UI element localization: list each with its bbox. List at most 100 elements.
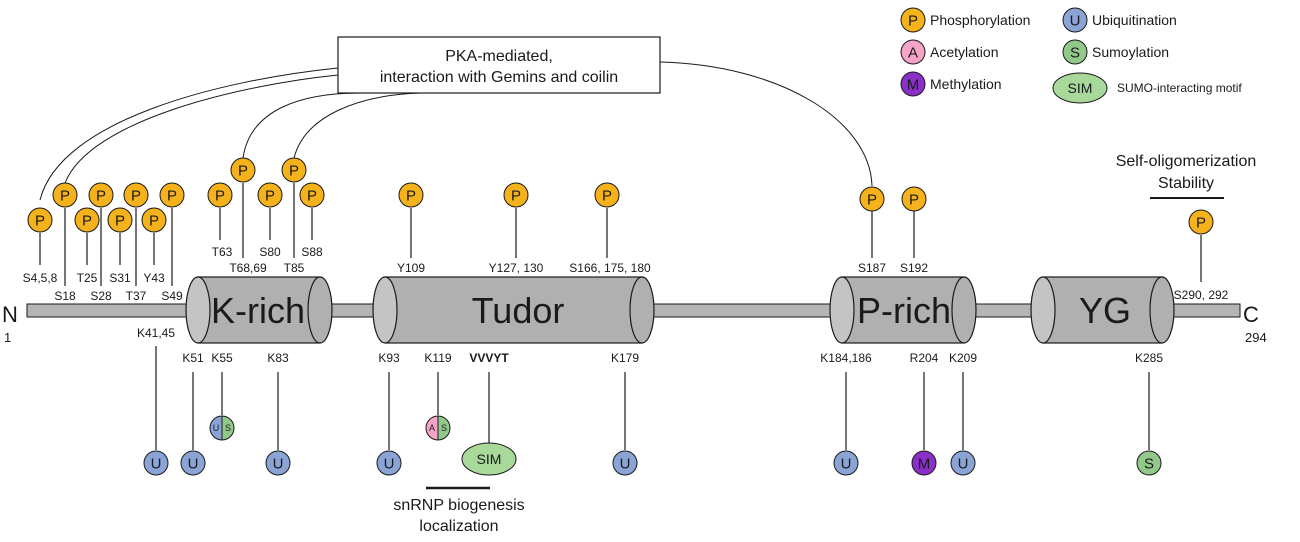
site-label: T63 — [212, 245, 233, 259]
site-label: S4,5,8 — [23, 271, 58, 285]
svg-text:M: M — [918, 456, 931, 473]
svg-text:P: P — [908, 13, 918, 30]
pka-box-line2: interaction with Gemins and coilin — [380, 69, 618, 86]
site-label: S31 — [109, 271, 131, 285]
site-label: T68,69 — [229, 261, 267, 275]
site-label: T85 — [284, 261, 305, 275]
domain-p-rich-label: P-rich — [857, 290, 951, 331]
legend: P Phosphorylation A Acetylation M Methyl… — [900, 7, 1242, 104]
svg-text:P: P — [131, 188, 141, 205]
svg-text:U: U — [1070, 13, 1081, 30]
n-position-label: 1 — [4, 330, 11, 345]
svg-text:M: M — [907, 77, 920, 94]
snrnp-annotation: snRNP biogenesis localization — [393, 486, 525, 535]
site-label: S88 — [301, 245, 323, 259]
domain-k-rich: K-rich — [185, 276, 333, 344]
svg-text:U: U — [213, 423, 220, 433]
svg-text:P: P — [115, 213, 125, 230]
pka-annotation: PKA-mediated, interaction with Gemins an… — [39, 36, 873, 201]
c-position-label: 294 — [1245, 330, 1267, 345]
svg-text:U: U — [188, 456, 199, 473]
site-label: S28 — [90, 289, 112, 303]
svg-text:A: A — [429, 423, 435, 433]
svg-text:P: P — [406, 188, 416, 205]
domain-yg-label: YG — [1079, 290, 1131, 331]
svg-text:P: P — [60, 188, 70, 205]
site-label: K83 — [267, 351, 289, 365]
site-label: K93 — [378, 351, 400, 365]
svg-text:S: S — [1070, 45, 1080, 62]
domain-tudor: Tudor — [372, 276, 655, 344]
svg-text:P: P — [602, 188, 612, 205]
svg-text:Ubiquitination: Ubiquitination — [1092, 12, 1177, 28]
svg-text:P: P — [265, 188, 275, 205]
svg-text:Acetylation: Acetylation — [930, 44, 998, 60]
svg-text:P: P — [167, 188, 177, 205]
svg-text:localization: localization — [419, 518, 498, 535]
domain-tudor-label: Tudor — [472, 290, 565, 331]
site-label: T37 — [126, 289, 147, 303]
svg-text:P: P — [289, 163, 299, 180]
site-label: S80 — [259, 245, 281, 259]
site-label: K209 — [949, 351, 977, 365]
vvvyt-label: VVVYT — [469, 351, 509, 365]
domain-yg: YG — [1030, 276, 1175, 344]
phospho-sites: P S4,5,8 P S18 P T25 P S28 P S31 P T37 P… — [23, 157, 1229, 303]
n-terminus-label: N — [2, 302, 18, 327]
svg-text:S: S — [225, 423, 231, 433]
svg-text:SUMO-interacting motif: SUMO-interacting motif — [1117, 81, 1242, 95]
c-terminus-label: C — [1243, 302, 1259, 327]
svg-text:P: P — [35, 213, 45, 230]
svg-text:S: S — [441, 423, 447, 433]
pka-box-line1: PKA-mediated, — [445, 48, 553, 65]
svg-text:Methylation: Methylation — [930, 76, 1002, 92]
legend-phosphorylation: P Phosphorylation — [900, 7, 1030, 33]
site-label: Y127, 130 — [489, 261, 544, 275]
svg-text:Sumoylation: Sumoylation — [1092, 44, 1169, 60]
svg-text:U: U — [273, 456, 284, 473]
legend-ubiquitination: U Ubiquitination — [1062, 7, 1177, 33]
domain-k-rich-label: K-rich — [211, 290, 305, 331]
svg-text:U: U — [958, 456, 969, 473]
site-label: K51 — [182, 351, 204, 365]
site-label: S166, 175, 180 — [569, 261, 651, 275]
svg-text:U: U — [384, 456, 395, 473]
site-label: K184,186 — [820, 351, 872, 365]
self-oligomerization-annotation: Self-oligomerization Stability — [1116, 153, 1257, 199]
legend-acetylation: A Acetylation — [900, 39, 998, 65]
pka-box — [337, 36, 661, 94]
legend-sim: SIM SUMO-interacting motif — [1052, 72, 1242, 104]
svg-text:P: P — [215, 188, 225, 205]
legend-methylation: M Methylation — [900, 71, 1002, 97]
svg-text:P: P — [1196, 215, 1206, 232]
site-label: S18 — [54, 289, 76, 303]
site-label: K41,45 — [137, 326, 175, 340]
site-label: S49 — [161, 289, 183, 303]
svg-text:U: U — [620, 456, 631, 473]
site-label: Y43 — [143, 271, 165, 285]
site-label: S290, 292 — [1174, 288, 1229, 302]
site-label: Y109 — [397, 261, 425, 275]
svg-text:P: P — [511, 188, 521, 205]
site-label: T25 — [77, 271, 98, 285]
domain-p-rich: P-rich — [829, 276, 977, 344]
svg-text:SIM: SIM — [477, 451, 502, 467]
svg-text:Stability: Stability — [1158, 175, 1214, 192]
svg-text:A: A — [908, 45, 918, 62]
lower-sites: K41,45 U K51 U K55 U S K83 U K93 U K119 … — [137, 326, 1163, 476]
legend-sumoylation: S Sumoylation — [1062, 39, 1169, 65]
svg-text:S: S — [1144, 456, 1154, 473]
svg-text:SIM: SIM — [1068, 80, 1093, 96]
site-label: S187 — [858, 261, 886, 275]
svg-text:snRNP biogenesis: snRNP biogenesis — [393, 497, 524, 514]
svg-text:P: P — [82, 213, 92, 230]
svg-text:Self-oligomerization: Self-oligomerization — [1116, 153, 1257, 170]
site-label: K285 — [1135, 351, 1163, 365]
site-label: K179 — [611, 351, 639, 365]
site-label: K55 — [211, 351, 233, 365]
svg-text:P: P — [909, 192, 919, 209]
svg-text:P: P — [307, 188, 317, 205]
svg-text:P: P — [238, 163, 248, 180]
svg-text:Phosphorylation: Phosphorylation — [930, 12, 1030, 28]
